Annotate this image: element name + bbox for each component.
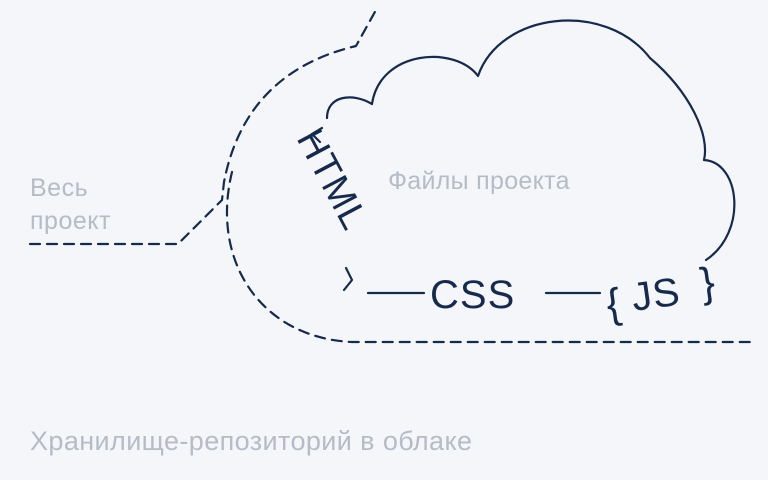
html-close-bracket	[342, 266, 354, 292]
html-open-bracket	[310, 126, 324, 144]
js-open-brace: {	[603, 279, 623, 327]
repository-boundary-dashed	[225, 170, 758, 344]
js-close-brace: }	[697, 258, 717, 306]
project-boundary-dashed	[28, 8, 378, 246]
project-files-label: Файлы проекта	[388, 167, 570, 195]
cloud-repository-caption: Хранилище-репозиторий в облаке	[30, 426, 473, 456]
whole-project-line-2: проект	[30, 207, 111, 235]
css-label: CSS	[430, 273, 515, 317]
whole-project-line-1: Весь	[30, 174, 89, 202]
js-label: JS	[629, 270, 683, 320]
whole-project-label: Весь проект	[30, 172, 111, 238]
cloud-outline	[325, 19, 736, 262]
html-label: HTML	[288, 123, 376, 238]
